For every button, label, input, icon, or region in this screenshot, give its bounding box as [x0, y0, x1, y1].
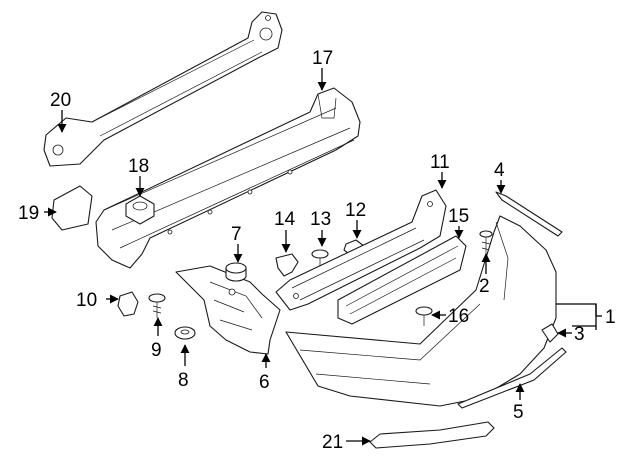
part-21-valance — [369, 421, 495, 449]
callout-17: 17 — [312, 48, 333, 69]
part-13-screw — [311, 249, 329, 270]
part-14-clip — [275, 253, 299, 277]
callout-10: 10 — [76, 290, 97, 311]
callout-14: 14 — [274, 209, 296, 230]
callout-16: 16 — [448, 306, 469, 327]
callout-13: 13 — [310, 209, 331, 230]
part-16-pin — [415, 306, 433, 326]
callout-2: 2 — [479, 276, 490, 297]
callout-labels: 1 2 3 4 5 6 7 8 9 10 11 12 13 14 15 16 1… — [18, 48, 616, 453]
callout-5: 5 — [513, 402, 524, 423]
part-8-nut — [174, 326, 196, 340]
callout-7: 7 — [231, 224, 242, 245]
part-5-trim — [457, 347, 567, 409]
part-20-bracket — [43, 11, 283, 167]
part-19-pad — [51, 185, 93, 231]
callout-15: 15 — [448, 206, 469, 227]
callout-3: 3 — [574, 324, 585, 345]
callout-18: 18 — [128, 156, 149, 177]
part-11-bracket — [275, 189, 447, 311]
callout-8: 8 — [178, 370, 189, 391]
part-10-clip — [117, 291, 139, 317]
part-17-impact-bar — [95, 87, 361, 269]
callout-20: 20 — [50, 90, 71, 111]
part-4-molding — [495, 191, 563, 237]
callout-4: 4 — [494, 160, 505, 181]
callout-12: 12 — [345, 200, 366, 221]
callout-19: 19 — [18, 203, 39, 224]
leader-lines — [44, 68, 602, 446]
part-7-spacer — [225, 262, 247, 282]
callout-21: 21 — [322, 432, 343, 453]
part-9-screw — [148, 293, 166, 318]
callout-1: 1 — [605, 307, 616, 328]
callout-6: 6 — [259, 372, 270, 393]
callout-9: 9 — [151, 340, 162, 361]
callout-11: 11 — [430, 152, 450, 173]
